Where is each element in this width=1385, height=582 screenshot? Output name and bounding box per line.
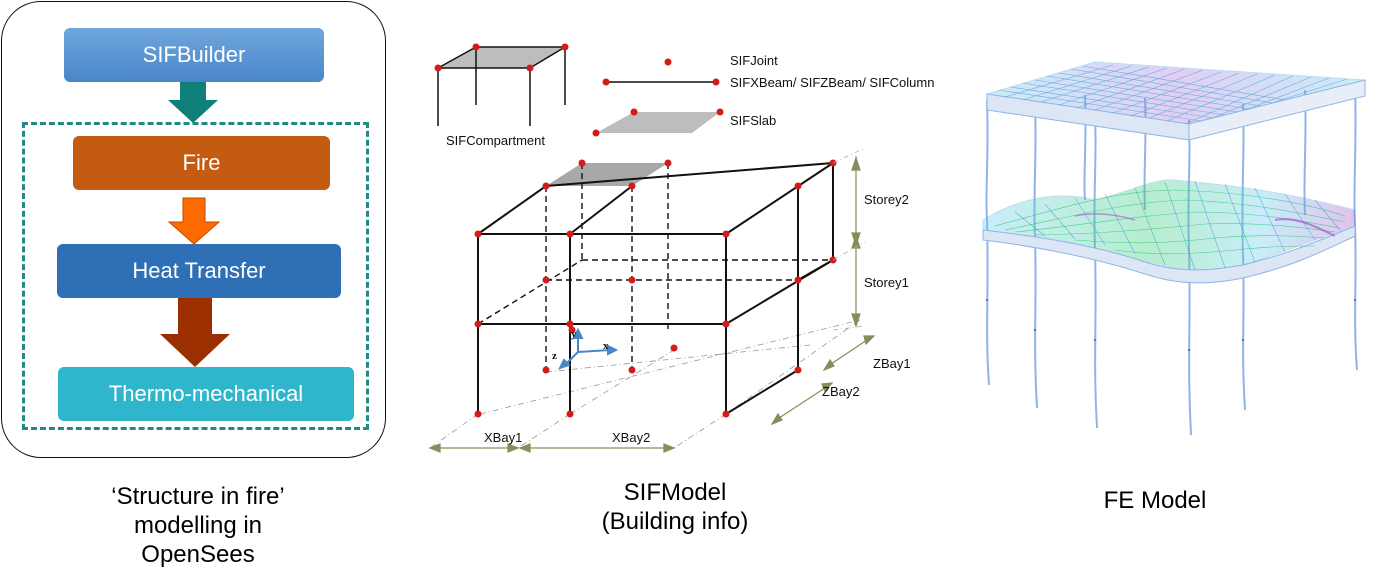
zbay2-label: ZBay2 bbox=[822, 384, 860, 399]
top-slab bbox=[546, 163, 668, 186]
left-caption-line-3: OpenSees bbox=[141, 541, 255, 568]
beam-legend-icon bbox=[602, 78, 720, 86]
compartment-legend-icon bbox=[434, 43, 569, 126]
storey2-label: Storey2 bbox=[864, 192, 909, 207]
compartment-legend-label: SIFCompartment bbox=[446, 133, 545, 148]
xbay1-label: XBay1 bbox=[484, 430, 523, 445]
thermo-mechanical-label: Thermo-mechanical bbox=[108, 381, 304, 406]
teal-arrow-icon bbox=[168, 82, 218, 123]
fe-deformed-slab bbox=[982, 179, 1356, 284]
axis-x-label: x bbox=[603, 340, 609, 352]
heat-transfer-label: Heat Transfer bbox=[132, 258, 266, 283]
left-caption-line-2: modelling in bbox=[133, 512, 263, 539]
orange-arrow-icon bbox=[167, 197, 221, 245]
slab-legend-label: SIFSlab bbox=[730, 113, 777, 128]
left-caption-line-1: ‘Structure in fire’ bbox=[111, 483, 285, 510]
xbay-dimensions bbox=[428, 443, 676, 453]
thermo-mechanical-box: Thermo-mechanical bbox=[58, 367, 354, 421]
zbay-dimensions bbox=[770, 335, 876, 426]
heat-transfer-box: Heat Transfer bbox=[57, 244, 341, 298]
middle-caption-line-1: SIFModel bbox=[623, 479, 727, 506]
beam-legend-label: SIFXBeam/ SIFZBeam/ SIFColumn bbox=[730, 75, 935, 90]
hidden-members bbox=[477, 163, 833, 370]
fe-nodes bbox=[985, 298, 1357, 352]
ground-grid bbox=[429, 319, 861, 449]
joint-legend-label: SIFJoint bbox=[730, 53, 778, 68]
fire-label: Fire bbox=[182, 150, 221, 175]
joint-legend-icon bbox=[664, 58, 672, 66]
zbay1-label: ZBay1 bbox=[873, 356, 911, 371]
middle-caption: SIFModel (Building info) bbox=[540, 478, 810, 536]
slab-legend-icon bbox=[592, 108, 724, 137]
axis-z-label: z bbox=[552, 350, 557, 362]
left-caption: ‘Structure in fire’ modelling in OpenSee… bbox=[40, 482, 356, 569]
flow-arrows bbox=[160, 82, 230, 367]
fe-top-slab bbox=[986, 61, 1366, 141]
right-caption: FE Model bbox=[1103, 487, 1207, 514]
axes-icon bbox=[558, 327, 619, 370]
sif-model-diagram bbox=[428, 43, 876, 453]
storey1-label: Storey1 bbox=[864, 275, 909, 290]
sifbuilder-label: SIFBuilder bbox=[142, 42, 246, 67]
storey-dimensions bbox=[851, 156, 861, 328]
xbay2-label: XBay2 bbox=[612, 430, 651, 445]
fe-model-mesh bbox=[982, 61, 1366, 436]
dashed-group-box bbox=[22, 122, 369, 430]
axis-y-label: y bbox=[571, 328, 577, 340]
brown-arrow-icon bbox=[160, 298, 230, 367]
joints bbox=[474, 159, 837, 418]
sifbuilder-box: SIFBuilder bbox=[64, 28, 324, 82]
middle-caption-line-2: (Building info) bbox=[601, 508, 749, 535]
fire-box: Fire bbox=[73, 136, 330, 190]
